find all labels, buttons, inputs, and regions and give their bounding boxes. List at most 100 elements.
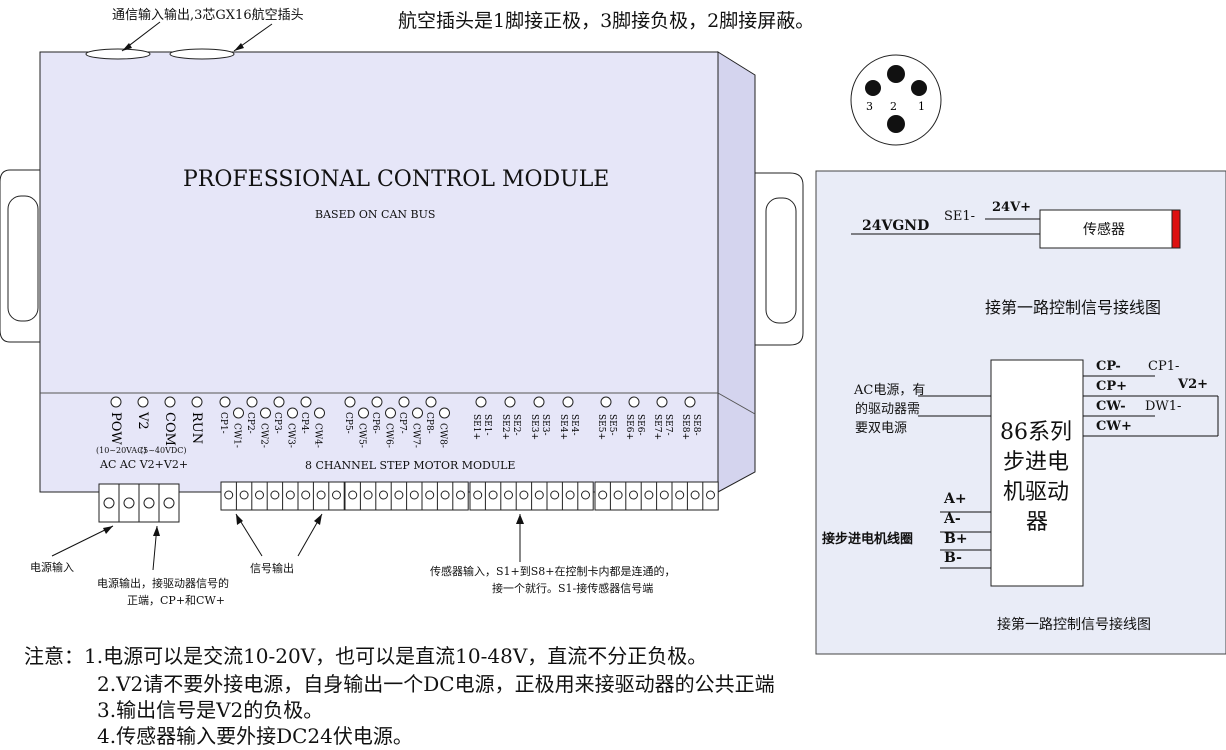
signal-terminal-block-2-screw [348, 490, 358, 500]
module-bottom-title: 8 CHANNEL STEP MOTOR MODULE [305, 459, 516, 472]
callout-signal-output: 信号输出 [250, 562, 294, 575]
sensor-terminal-block-1-screw [504, 490, 513, 500]
caption-driver-wiring: 接第一路控制信号接线图 [997, 617, 1151, 633]
ac-power-note-2: 的驱动器需 [855, 402, 921, 417]
callout-power-output-2: 正端，CP+和CW+ [127, 594, 225, 607]
led-cp3- [273, 396, 285, 408]
sensor-wiring [851, 209, 1181, 249]
mounting-ear-left [0, 169, 40, 343]
led-cw4- [314, 407, 325, 419]
sensor-terminal-block-1-screw [581, 490, 590, 500]
led-se8 [684, 396, 696, 408]
led-se1 [475, 396, 487, 408]
led-se7 [656, 396, 668, 408]
led-cp7- [398, 396, 410, 408]
led-cp8- [425, 396, 437, 408]
signal-terminal-block-2-screw [379, 490, 388, 500]
driver-box-line-4: 器 [1026, 510, 1049, 535]
sensor-terminal-block-1-screw [565, 490, 575, 500]
sensor-gnd-label: 24VGND [862, 218, 930, 234]
sensor-terminal-block-1-screw [519, 490, 529, 500]
note-3: 3.输出信号是V2的负极。 [97, 698, 324, 722]
pin-3-label: 3 [866, 100, 873, 113]
led-v2 [137, 396, 149, 408]
motor-coil-label: 接步进电机线圈 [822, 532, 914, 547]
led-label-cp7-: CP7- [397, 412, 407, 434]
pin-1-label: 1 [918, 100, 925, 113]
driver-box-line-1: 86系列 [1000, 420, 1072, 445]
v2-plus-label: V2+ [1178, 377, 1209, 392]
led-cw2- [260, 407, 271, 419]
led-label-run: RUN [189, 412, 204, 444]
power-terminal-labels: AC AC V2+V2+ [100, 458, 189, 471]
led-cp1- [219, 396, 231, 408]
signal-terminal-block-1-screw [270, 490, 280, 500]
led-label-se5p: SE5+ [596, 414, 606, 440]
led-pow [110, 396, 122, 408]
led-label-se3p: SE3+ [529, 414, 539, 440]
led-label-cw1-: CW1- [232, 423, 242, 448]
led-label-se2m: SE2- [511, 414, 521, 436]
led-label-se8m: SE8- [691, 414, 701, 436]
led-label-se6m: SE6- [635, 414, 645, 436]
led-cp4- [300, 396, 312, 408]
note-1: 注意：1.电源可以是交流10-20V，也可以是直流10-48V，直流不分正负极。 [24, 644, 708, 668]
signal-terminal-block-1-screw [285, 490, 295, 500]
note-4: 4.传感器输入要外接DC24伏电源。 [97, 724, 413, 748]
led-label-se8p: SE8+ [680, 414, 690, 440]
callout-sensor-input-1: 传感器输入，S1+到S8+在控制卡内都是连通的， [430, 565, 676, 578]
connector-label: 通信输入输出,3芯GX16航空插头 [112, 8, 304, 23]
led-label-com: COM [162, 412, 177, 446]
led-label-pow: POW [108, 412, 123, 445]
sensor-terminal-block-1-screw [534, 490, 544, 500]
led-label-cw5-: CW5- [357, 423, 367, 448]
signal-terminal-block-1-screw [316, 490, 326, 500]
led-se3 [533, 396, 545, 408]
connector-pin-description: 航空插头是1脚接正极，3脚接负极，2脚接屏蔽。 [398, 10, 815, 32]
connector-left [85, 48, 151, 60]
led-label-cp2-: CP2- [245, 412, 255, 434]
led-se5 [600, 396, 612, 408]
led-se4 [562, 396, 574, 408]
callout-power-input: 电源输入 [30, 561, 74, 574]
led-cw1- [233, 407, 244, 419]
cw-minus-label: CW- [1096, 399, 1126, 414]
signal-terminal-block-2-screw [456, 490, 465, 500]
led-cp2- [246, 396, 258, 408]
signal-terminal-block-2-screw [440, 490, 450, 500]
power-note-dc: (5~40VDC) [140, 446, 187, 455]
signal-terminal-block-2-screw [394, 490, 404, 500]
led-run [191, 396, 203, 408]
power-terminal-block [98, 483, 180, 523]
ac-power-note-3: 要双电源 [855, 421, 908, 436]
led-label-cp1-: CP1- [218, 412, 228, 434]
led-label-se6p: SE6+ [624, 414, 634, 440]
led-cp5- [344, 396, 356, 408]
coil-a-minus: A- [944, 511, 961, 527]
led-label-cw2-: CW2- [259, 423, 269, 448]
led-label-cp6-: CP6- [370, 412, 380, 434]
signal-terminal-block-2-screw [425, 490, 435, 500]
signal-terminal-block-2-screw [363, 490, 373, 500]
led-se2 [504, 396, 516, 408]
sensor-se1-label: SE1- [944, 209, 976, 224]
signal-terminal-block-1-screw [239, 490, 249, 500]
coil-b-plus: B+ [944, 531, 968, 547]
driver-box-line-2: 步进电 [1003, 450, 1070, 475]
sensor-terminal-block-1-screw [473, 490, 483, 500]
callout-power-output-1: 电源输出，接驱动器信号的 [97, 577, 229, 590]
coil-a-plus: A+ [944, 491, 967, 507]
module-subtitle: BASED ON CAN BUS [315, 208, 436, 221]
cp-minus-label: CP- [1096, 359, 1121, 374]
driver-wiring [918, 359, 1219, 587]
led-cw8- [439, 407, 450, 419]
led-label-cw7-: CW7- [411, 423, 421, 448]
signal-terminal-block-1-screw [301, 490, 311, 500]
led-label-se4p: SE4+ [558, 414, 568, 440]
sensor-terminal-block-1-screw [488, 490, 498, 500]
led-label-se1p: SE1+ [471, 414, 481, 440]
coil-b-minus: B- [944, 550, 962, 566]
sensor-terminal-block-2-screw [659, 490, 669, 500]
led-cp6- [371, 396, 383, 408]
